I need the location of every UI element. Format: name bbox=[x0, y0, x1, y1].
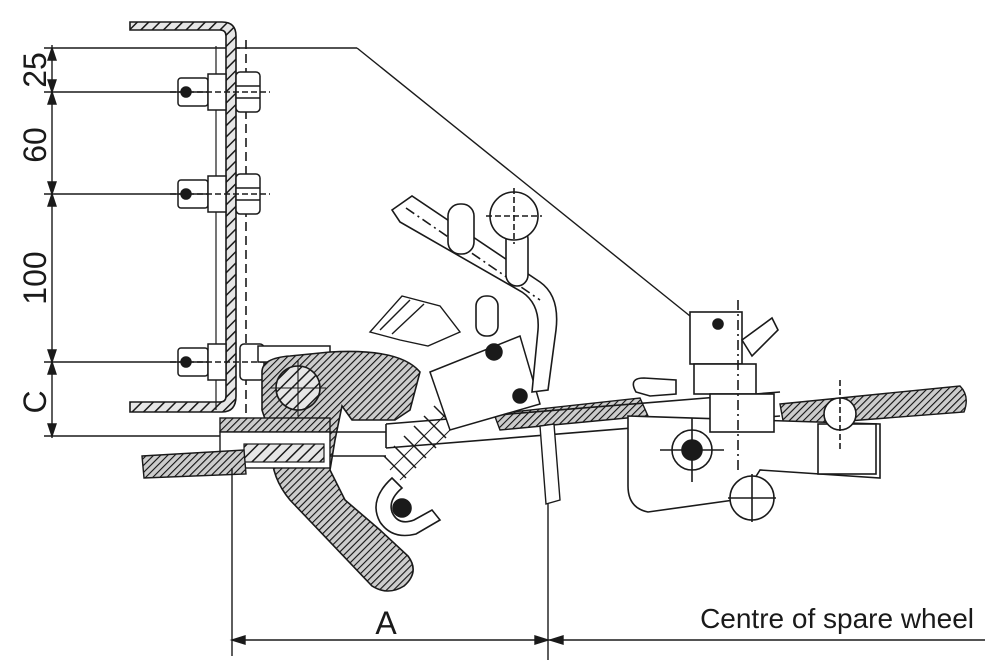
centre-line-post bbox=[539, 423, 561, 505]
dimension-label-a: A bbox=[375, 605, 397, 641]
dimension-label-100: 100 bbox=[17, 251, 53, 304]
carrier-casting bbox=[261, 350, 421, 592]
latch-housing bbox=[627, 377, 881, 522]
latch-post bbox=[689, 300, 779, 470]
tension-lever bbox=[368, 295, 462, 347]
bolt-middle bbox=[170, 173, 270, 215]
vertical-dimension-chain bbox=[44, 45, 240, 439]
hook bbox=[375, 476, 442, 537]
dimension-label-60: 60 bbox=[17, 127, 53, 163]
dimension-label-c: C bbox=[17, 390, 53, 413]
bolt-top bbox=[170, 71, 270, 113]
dimension-label-25: 25 bbox=[17, 52, 53, 88]
chain-links bbox=[447, 188, 542, 337]
horizontal-dimension-a bbox=[229, 468, 985, 656]
reference-line bbox=[236, 47, 691, 317]
centre-of-spare-wheel-label: Centre of spare wheel bbox=[700, 603, 974, 634]
hinge-bracket bbox=[429, 334, 541, 431]
